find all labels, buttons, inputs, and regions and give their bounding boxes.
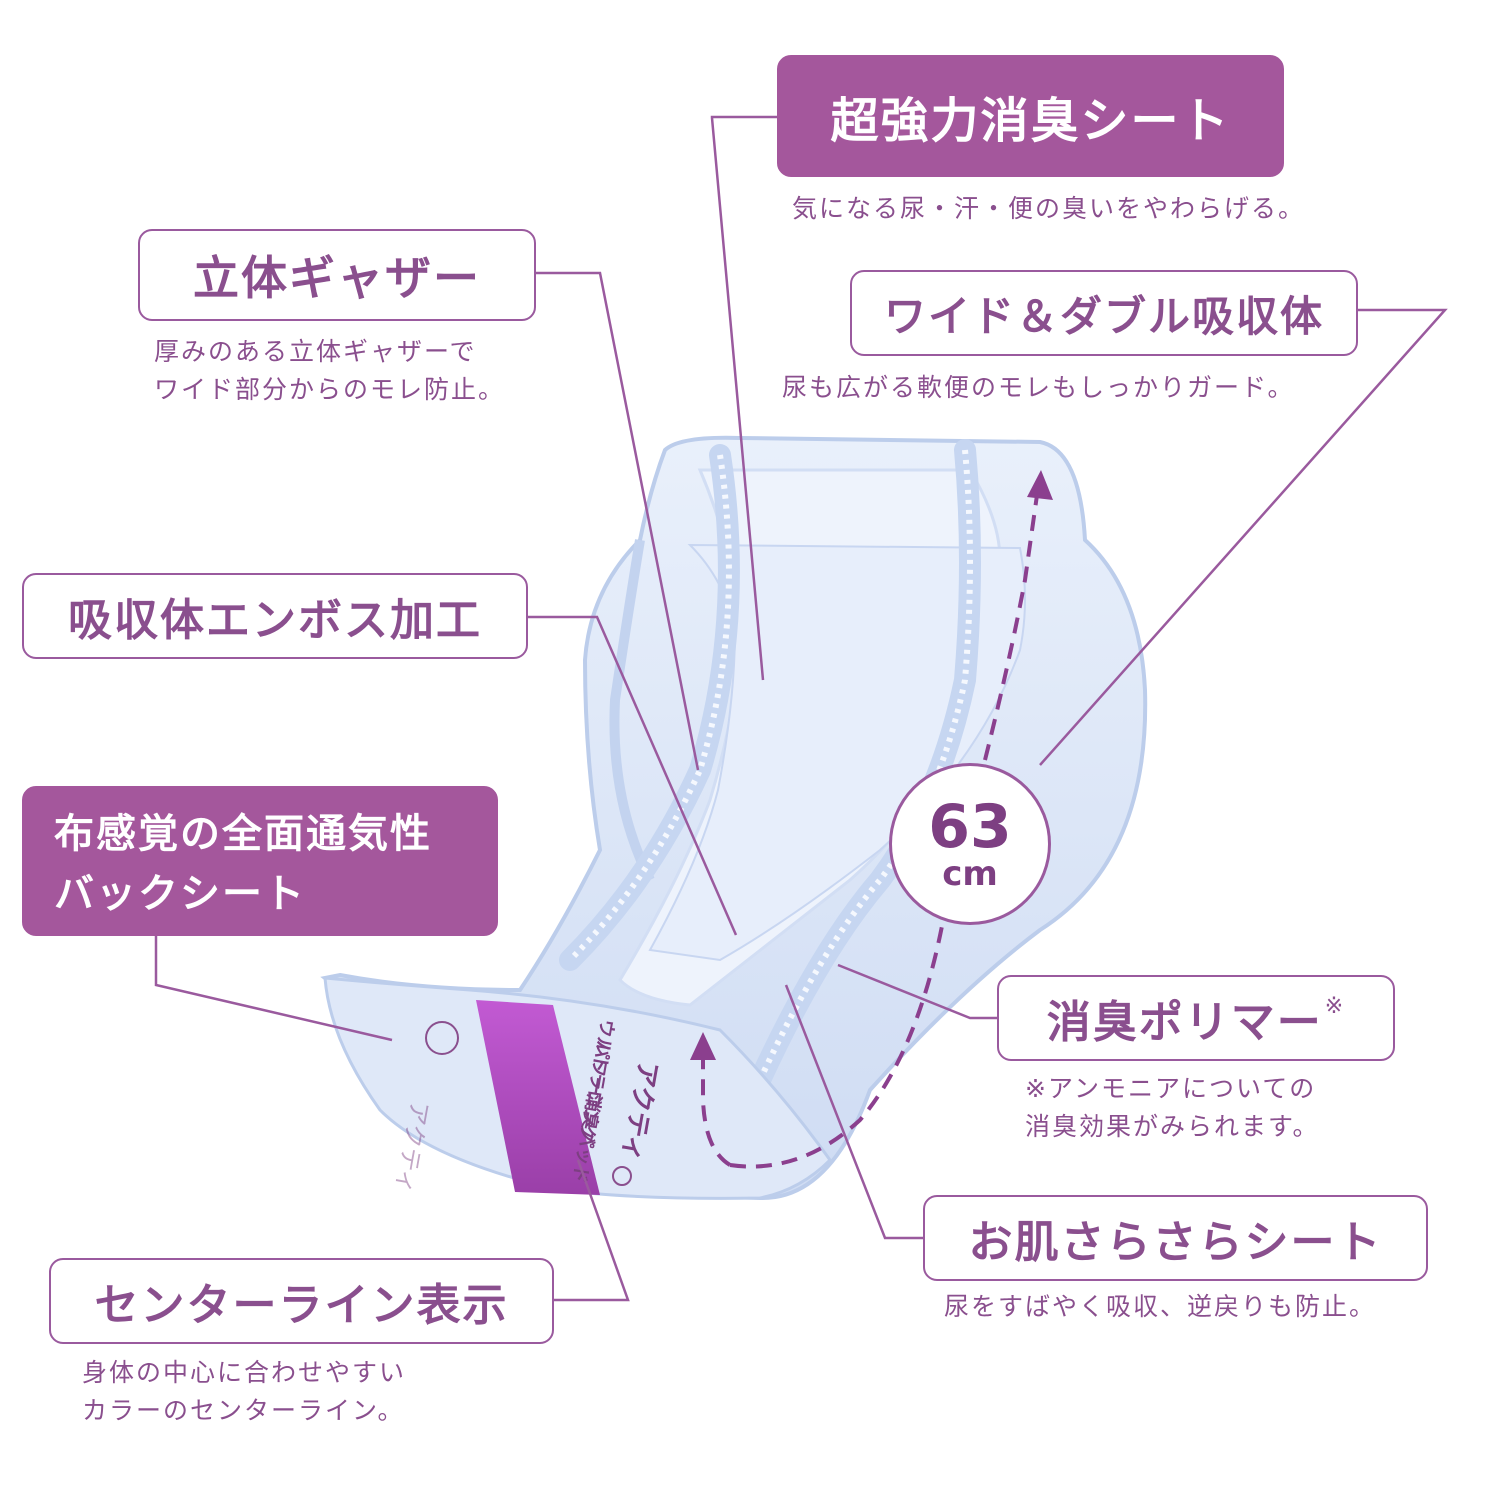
wide-double-desc: 尿も広がる軟便のモレもしっかりガード。 bbox=[782, 373, 1295, 402]
center-line-desc: 身体の中心に合わせやすい カラーのセンターライン。 bbox=[82, 1358, 407, 1425]
arrow-up-icon bbox=[690, 1032, 716, 1060]
callout-deodorant-sheet-label: 超強力消臭シート bbox=[830, 93, 1231, 149]
polymer-desc: ※アンモニアについての 消臭効果がみられます。 bbox=[1025, 1074, 1320, 1141]
package-mark-icon bbox=[425, 1021, 459, 1055]
length-arrow bbox=[701, 1055, 732, 1167]
deodorant-sheet-desc: 気になる尿・汗・便の臭いをやわらげる。 bbox=[792, 194, 1306, 223]
arrow-top-icon bbox=[1027, 470, 1053, 500]
callout-center-line: センターライン表示 bbox=[49, 1258, 554, 1344]
center-line-band bbox=[476, 1000, 600, 1195]
callout-emboss-label: 吸収体エンボス加工 bbox=[68, 595, 482, 646]
leader-lines bbox=[154, 115, 1448, 1302]
length-badge: 63 cm bbox=[889, 763, 1051, 925]
length-unit: cm bbox=[942, 854, 998, 894]
callout-gathers: 立体ギャザー bbox=[138, 229, 536, 321]
callout-wide-double: ワイド＆ダブル吸収体 bbox=[850, 270, 1358, 356]
callout-polymer-mark: ※ bbox=[1324, 993, 1346, 1019]
callout-center-line-label: センターライン表示 bbox=[94, 1280, 509, 1331]
callout-polymer-label: 消臭ポリマー bbox=[1046, 997, 1323, 1048]
callout-emboss: 吸収体エンボス加工 bbox=[22, 573, 528, 659]
length-value: 63 bbox=[928, 792, 1012, 862]
callout-skin-sheet-label: お肌さらさらシート bbox=[968, 1217, 1383, 1268]
callout-wide-double-label: ワイド＆ダブル吸収体 bbox=[883, 291, 1324, 341]
gathers-desc: 厚みのある立体ギャザーで ワイド部分からのモレ防止。 bbox=[154, 337, 506, 404]
pad-back-wing bbox=[609, 539, 655, 883]
skin-sheet-desc: 尿をすばやく吸収、逆戻りも防止。 bbox=[944, 1292, 1377, 1321]
callout-skin-sheet: お肌さらさらシート bbox=[923, 1195, 1428, 1281]
pad-front-fold bbox=[323, 976, 832, 1200]
callout-polymer: 消臭ポリマー※ bbox=[997, 975, 1395, 1061]
callout-back-sheet-label: 布感覚の全面通気性 バックシート bbox=[54, 811, 432, 917]
callout-gathers-label: 立体ギャザー bbox=[193, 251, 481, 305]
callout-deodorant-sheet: 超強力消臭シート bbox=[777, 55, 1284, 177]
callout-back-sheet: 布感覚の全面通気性 バックシート bbox=[22, 786, 498, 936]
